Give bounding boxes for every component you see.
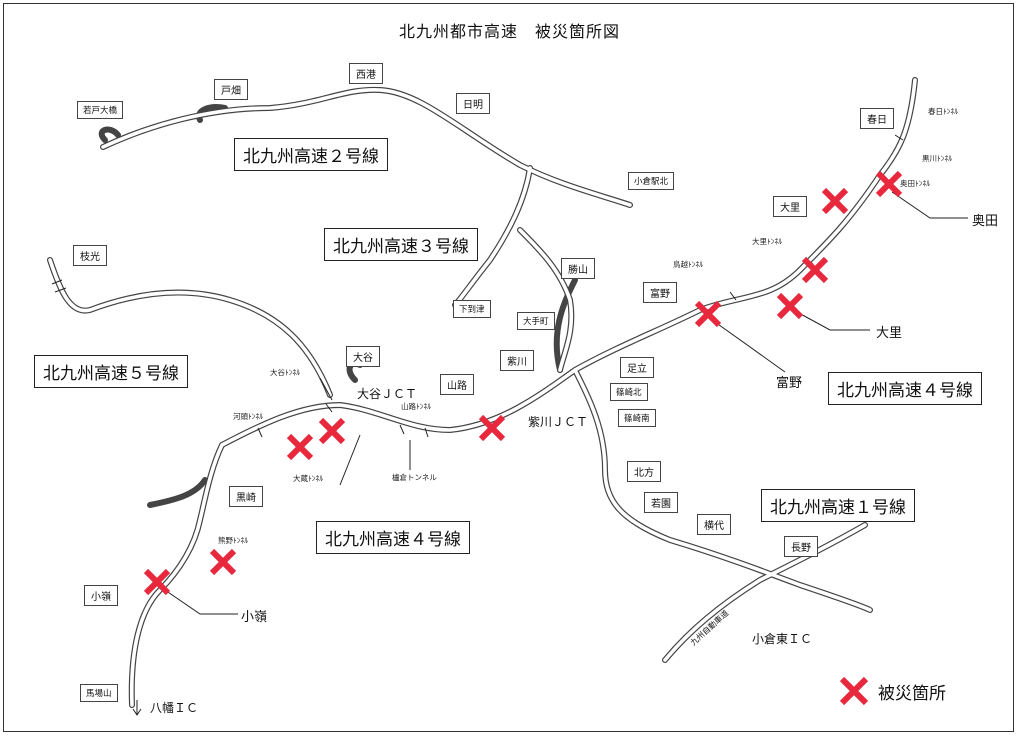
route-5-label: 北九州高速５号線 [34,355,188,388]
damage-marker-murasaki [478,414,506,442]
route-1-label: 北九州高速１号線 [761,489,915,522]
place-kokura-higashi-ic: 小倉東ＩＣ [752,632,813,646]
ic-yamaji: 山路 [440,374,474,395]
tunnel-torigoe: 鳥越ﾄﾝﾈﾙ [673,260,703,269]
tunnel-kawashiro: 河頭ﾄﾝﾈﾙ [233,412,263,421]
road-fill [48,78,917,707]
tunnel-yamaji: 山路ﾄﾝﾈﾙ [401,402,431,411]
route-4-label-east: 北九州高速４号線 [828,372,982,405]
ic-shinozakiminami: 篠崎南 [618,409,656,427]
ic-kokurakita: 小倉駅北 [628,172,675,190]
place-ootani-jct: 大谷ＪＣＴ [357,387,418,401]
yahata-arrow [132,700,142,716]
ic-wakato: 若戸大橋 [77,101,124,119]
ic-bubayama: 馬場山 [80,684,118,702]
ic-kurosaki: 黒崎 [229,486,263,507]
ic-wakazono: 若園 [644,492,678,513]
damage-marker-oosato-1 [801,256,829,284]
ic-ootani: 大谷 [346,346,380,367]
ic-otemachi: 大手町 [517,312,555,330]
leader-lines [161,191,968,615]
tunnel-kasuga: 春日ﾄﾝﾈﾙ [928,107,958,116]
ic-shimoitozu: 下到津 [453,300,491,318]
tunnel-hatch [894,134,904,141]
tunnel-hatch [51,279,63,285]
leader-korei [161,587,238,615]
tunnel-hatch [257,427,263,438]
map-frame [3,3,1014,732]
ic-yokoshiro: 横代 [697,514,731,535]
damage-marker-ootani-2 [286,433,314,461]
tunnel-hatch [729,291,737,301]
damage-marker-okuda-1 [821,187,849,215]
tunnel-kurokawa: 黒川ﾄﾝﾈﾙ [922,154,952,163]
place-okuda: 奥田 [972,214,999,229]
kurosaki-ramp [147,477,208,508]
ic-murasaki: 紫川 [500,350,534,371]
ic-tomino: 富野 [643,282,677,303]
leader-ookura-tunnel [339,434,361,486]
route-1-north [553,277,578,373]
leader-okuda [891,191,968,219]
leader-oosato [796,311,870,331]
ic-korei: 小嶺 [84,585,118,606]
ic-tobata: 戸畑 [214,79,248,100]
place-oosato: 大里 [876,326,903,341]
leader-ootani-tunnel [319,377,333,401]
damage-markers [143,170,903,706]
road-outlines [47,77,918,708]
damage-marker-kumano [209,548,237,576]
tunnel-kumano: 熊野ﾄﾝﾈﾙ [218,536,248,545]
ic-adachi: 足立 [620,357,654,378]
tunnel-hatch [399,424,405,435]
tunnel-sakuragura: 櫨倉トンネル [392,473,437,482]
ic-nagano: 長野 [784,536,818,557]
leader-tomino [714,321,786,373]
damage-marker-korei [143,568,171,596]
ic-katsuyama: 勝山 [561,258,595,279]
ic-kasuga: 春日 [860,108,894,129]
map-title: 北九州都市高速 被災箇所図 [398,22,620,41]
tunnel-oosato: 大里ﾄﾝﾈﾙ [752,237,782,246]
place-yahata-ic: 八幡ＩＣ [150,701,199,715]
route-4-label-west: 北九州高速４号線 [316,521,470,554]
tunnel-hatch [54,287,67,293]
ic-nishiminato: 西港 [349,63,383,84]
wakato-loop [98,126,121,143]
ic-himei: 日明 [456,93,490,114]
place-tomino: 富野 [776,376,803,391]
route-2-tobata-ramp [196,104,228,123]
ic-oosato: 大里 [773,196,807,217]
legend-marker [839,676,869,706]
ic-edamitsu: 枝光 [73,245,107,266]
damage-marker-tomino [694,300,722,328]
place-korei: 小嶺 [241,610,268,625]
tunnel-hatch [325,403,333,413]
tunnel-ootani: 大谷ﾄﾝﾈﾙ [270,368,300,377]
damage-marker-ootani-1 [318,417,346,445]
route-2-label: 北九州高速２号線 [234,138,388,171]
damage-marker-okuda-2 [875,170,903,198]
ic-kitagata: 北方 [627,461,661,482]
legend-label: 被災箇所 [878,684,946,704]
tunnel-ookura: 大蔵ﾄﾝﾈﾙ [293,474,323,483]
route-3-label: 北九州高速３号線 [324,228,478,261]
tunnel-okuda: 奥田ﾄﾝﾈﾙ [900,179,930,188]
tunnel-hatch [424,427,429,438]
place-murasaki-jct: 紫川ＪＣＴ [528,415,589,429]
ic-shinozakikita: 篠崎北 [610,383,648,401]
damage-marker-oosato-2 [776,292,804,320]
